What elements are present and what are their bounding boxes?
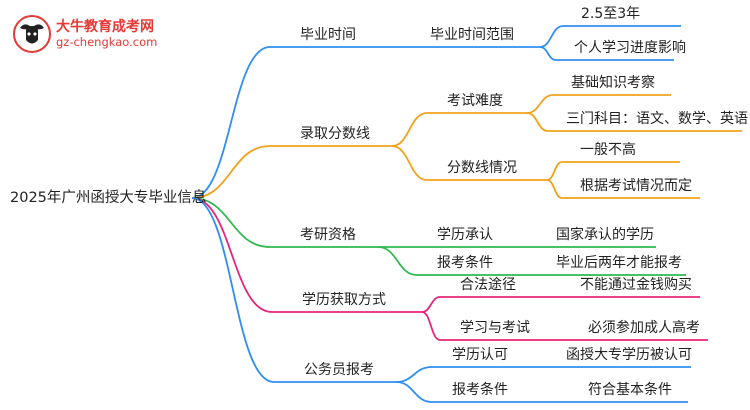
leaf-node: 不能通过金钱购买 [580,277,692,293]
branch-node: 考研资格 [300,227,356,243]
leaf-node: 必须参加成人高考 [588,320,700,336]
sub-node: 报考条件 [437,255,493,271]
site-logo: 大牛教育成考网 gz-chengkao.com [12,14,172,54]
branch-node: 毕业时间 [300,27,356,43]
connector-sub-1-1 [391,145,428,181]
logo-bull-icon [13,15,51,53]
root-node: 2025年广州函授大专毕业信息 [10,190,207,206]
connector-leaf-1-0-1 [526,112,549,132]
branch-node: 录取分数线 [300,126,370,142]
leaf-node: 三门科目：语文、数学、英语 [566,111,748,127]
sub-node: 学历认可 [452,347,508,363]
connector-leaf-0-0-0 [539,25,564,48]
connector-sub-2-1 [377,246,418,276]
connector-sub-3-1 [421,311,441,341]
logo-title: 大牛教育成考网 [56,19,154,35]
logo-url: gz-chengkao.com [56,35,158,49]
branch-node: 公务员报考 [304,362,374,378]
sub-node: 合法途径 [460,277,516,293]
connector-leaf-0-0-1 [539,46,557,61]
connector-branch-3 [191,197,273,313]
leaf-node: 个人学习进度影响 [574,40,686,56]
leaf-node: 2.5至3年 [581,6,641,22]
leaf-node: 符合基本条件 [588,382,672,398]
connector-leaf-1-1-1 [546,179,563,199]
sub-node: 毕业时间范围 [430,27,514,43]
connector-branch-4 [191,197,275,383]
connector-leaf-1-0-0 [526,94,554,114]
sub-node: 报考条件 [452,382,508,398]
leaf-node: 根据考试情况而定 [580,178,692,194]
leaf-node: 一般不高 [580,142,636,158]
leaf-node: 国家承认的学历 [556,227,654,243]
sub-node: 考试难度 [447,93,503,109]
sub-node: 学习与考试 [460,320,530,336]
leaf-node: 函授大专学历被认可 [566,347,692,363]
connector-sub-1-0 [391,112,428,147]
connector-sub-4-0 [395,366,433,383]
connector-sub-4-1 [395,381,433,403]
connector-sub-3-0 [421,296,441,313]
connector-branch-2 [191,197,271,248]
leaf-node: 基础知识考察 [571,75,655,91]
connector-branch-0 [191,46,271,199]
branch-node: 学历获取方式 [302,292,386,308]
connector-branch-1 [191,145,271,199]
connector-leaf-1-1-0 [546,161,563,181]
leaf-node: 毕业后两年才能报考 [556,255,682,271]
sub-node: 分数线情况 [447,160,517,176]
sub-node: 学历承认 [437,227,493,243]
